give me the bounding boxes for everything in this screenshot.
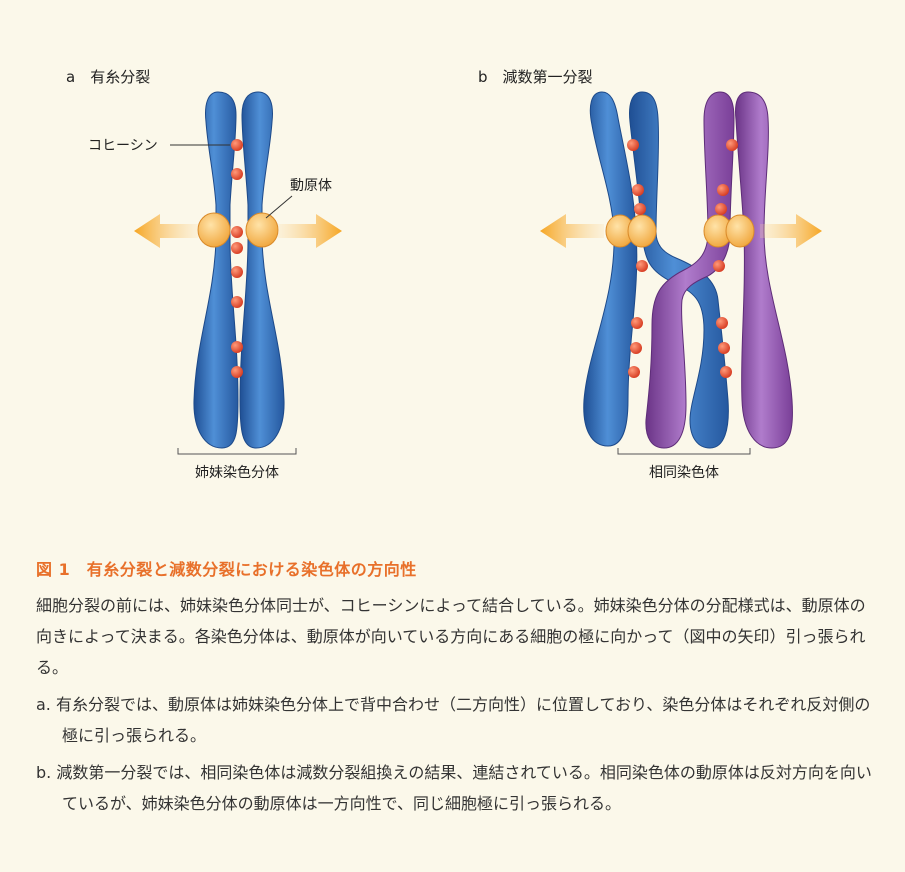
cohesin-dot [630, 342, 642, 354]
panel-a: a 有糸分裂 コヒーシン 動原体 姉妹染色分体 [66, 68, 342, 481]
pole-arrow-right-b [760, 214, 822, 248]
cohesin-dot [716, 317, 728, 329]
homolog-label: 相同染色体 [649, 464, 719, 481]
cohesin-dot [717, 184, 729, 196]
cohesin-dot [231, 242, 243, 254]
cohesin-dot [231, 296, 243, 308]
cohesin-dot [631, 317, 643, 329]
cohesin-dot [632, 184, 644, 196]
cohesin-dot [718, 342, 730, 354]
cohesin-label: コヒーシン [88, 138, 158, 154]
cohesin-dot [231, 341, 243, 353]
panel-a-title: a 有糸分裂 [66, 68, 150, 86]
cohesin-dot [726, 139, 738, 151]
caption-item-a: a. 有糸分裂では、動原体は姉妹染色分体上で背中合わせ（二方向性）に位置しており… [36, 689, 876, 751]
cohesin-dot [231, 139, 243, 151]
kinetochore-right [246, 213, 278, 247]
cohesin-dot [720, 366, 732, 378]
cohesin-dot [628, 366, 640, 378]
caption-body: 細胞分裂の前には、姉妹染色分体同士が、コヒーシンによって結合している。姉妹染色分… [36, 590, 876, 683]
cohesin-dot [627, 139, 639, 151]
kinetochore-purple-2 [726, 215, 754, 247]
kinetochore-leader-line [266, 196, 292, 218]
cohesin-dot [231, 266, 243, 278]
pole-arrow-left [134, 214, 198, 248]
homolog-bracket [618, 448, 750, 454]
cohesin-dot [634, 203, 646, 215]
caption-item-b: b. 減数第一分裂では、相同染色体は減数分裂組換えの結果、連結されている。相同染… [36, 757, 876, 819]
sister-chromatid-bracket [178, 448, 296, 454]
cohesin-dot [231, 168, 243, 180]
kinetochore-blue-2 [628, 215, 656, 247]
panel-b: b 減数第一分裂 [478, 68, 822, 481]
caption-title: 図 1 有糸分裂と減数分裂における染色体の方向性 [36, 556, 876, 580]
purple-chromatid-outer [736, 92, 793, 448]
cohesin-dot [713, 260, 725, 272]
kinetochore-label: 動原体 [290, 178, 332, 194]
pole-arrow-right [278, 214, 342, 248]
sister-chromatid-right [240, 92, 284, 448]
sister-chromatid-label: 姉妹染色分体 [195, 464, 279, 481]
figure-caption: 図 1 有糸分裂と減数分裂における染色体の方向性 細胞分裂の前には、姉妹染色分体… [36, 556, 876, 819]
panel-b-title: b 減数第一分裂 [478, 68, 593, 86]
cohesin-dot [231, 366, 243, 378]
cohesin-dot [715, 203, 727, 215]
pole-arrow-left-b [540, 214, 604, 248]
kinetochore-left [198, 213, 230, 247]
figure-illustration: a 有糸分裂 コヒーシン 動原体 姉妹染色分体 [0, 0, 905, 520]
cohesin-dot [636, 260, 648, 272]
cohesin-dot [231, 226, 243, 238]
